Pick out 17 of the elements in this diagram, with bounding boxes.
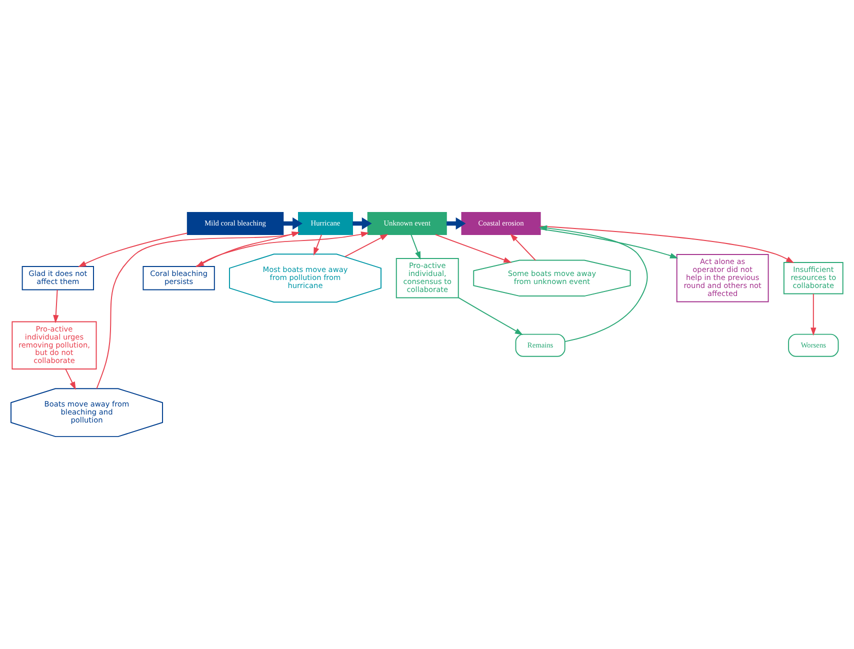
arrow: [53, 289, 59, 324]
arrow: [538, 225, 648, 342]
arrow: [446, 217, 466, 230]
arrow: [540, 226, 794, 264]
arrow: [344, 234, 388, 258]
arrow: [283, 217, 303, 230]
arrow: [810, 293, 816, 336]
arrow: [435, 234, 512, 263]
arrow: [78, 232, 188, 268]
arrow: [65, 368, 76, 390]
arrow: [510, 234, 536, 261]
arrow: [540, 228, 678, 258]
arrow: [314, 234, 322, 256]
arrow: [352, 217, 372, 230]
arrow: [96, 231, 300, 389]
arrow: [458, 297, 524, 335]
arrow: [410, 234, 421, 260]
